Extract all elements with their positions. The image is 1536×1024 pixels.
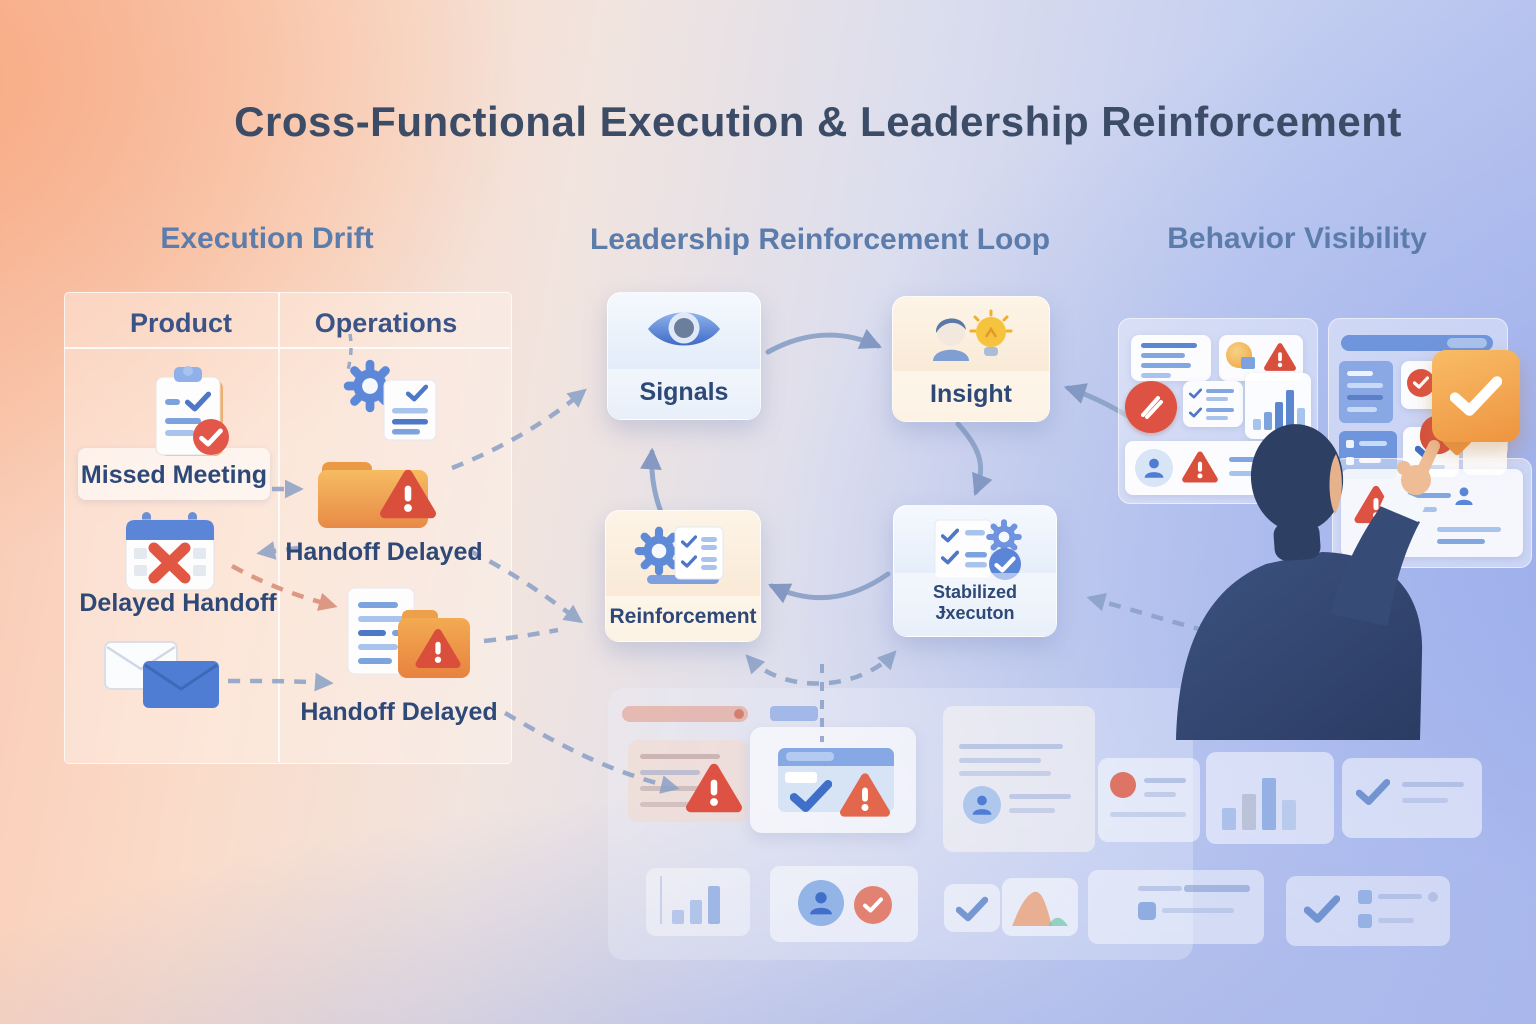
ghost-check-card <box>944 884 1000 932</box>
label-handoff-delayed-ops: Handoff Delayed <box>285 538 483 566</box>
ghost-red-check-icon <box>854 886 892 924</box>
ghost-bar-chart-small <box>646 868 750 936</box>
table-column-divider <box>278 292 280 762</box>
man-face-edge <box>1329 454 1342 514</box>
table-header-divider <box>64 347 510 349</box>
ghost-red-progress <box>622 706 748 722</box>
clipboard-check-icon <box>155 366 229 456</box>
ghost-area-chart-card <box>1002 878 1078 936</box>
ghost-checklist-card <box>1286 876 1450 946</box>
label-missed-meeting: Missed Meeting <box>80 461 268 489</box>
arrow-insight-to-stabilized <box>955 421 993 497</box>
ghost-check-icon <box>1304 894 1340 924</box>
section-heading-execution-drift: Execution Drift <box>160 222 374 255</box>
ghost-avatar-approved-card <box>770 866 918 942</box>
man-thumb <box>1397 461 1411 475</box>
pointing-man-figure <box>1176 424 1440 740</box>
loop-node-signals-label: Signals <box>608 369 760 419</box>
loop-node-reinforcement-label: Reinforcement <box>606 596 760 641</box>
ghost-avatar-icon <box>963 786 1001 824</box>
ghost-browser-card <box>750 727 916 833</box>
document-folder-warning-icon <box>347 587 470 678</box>
ghost-area-chart-icon <box>1012 891 1068 926</box>
alert-triangle-icon <box>1263 341 1297 373</box>
ghost-check-icon <box>790 779 832 813</box>
ghost-check-icon <box>956 896 988 922</box>
loop-node-stabilized: Stabilized Ɉxecuton <box>893 505 1057 637</box>
label-delayed-handoff: Delayed Handoff <box>79 589 277 617</box>
ghost-alert-triangle-icon <box>684 760 744 816</box>
arrow-stabilized-to-reinforcement <box>768 571 891 604</box>
ghost-chip-icon <box>1138 902 1156 920</box>
missed-meeting-card <box>78 448 270 500</box>
red-check-icon <box>1407 369 1435 397</box>
arrow-signals-to-insight <box>765 329 882 355</box>
person-lightbulb-icon <box>893 309 1049 365</box>
loop-node-stabilized-label: Stabilized Ɉxecuton <box>894 573 1056 636</box>
section-heading-leadership-loop: Leadership Reinforcement Loop <box>589 223 1051 256</box>
calendar-x-icon <box>125 512 215 591</box>
eye-icon <box>608 305 760 353</box>
callout-check-icon <box>1432 350 1520 442</box>
ghost-blue-chip <box>770 706 818 721</box>
column-header-operations: Operations <box>314 308 458 338</box>
gear-checklist-icon <box>606 523 760 587</box>
checklist-gear-badge-icon <box>894 518 1056 584</box>
progress-bar <box>1341 335 1493 351</box>
man-neck <box>1273 521 1321 561</box>
envelopes-icon <box>104 641 219 708</box>
column-header-product: Product <box>129 308 233 338</box>
man-cuff <box>1380 486 1427 522</box>
ghost-check-icon <box>1356 778 1390 806</box>
ghost-alert-lines-card <box>1098 758 1200 842</box>
dashed-reinforcement-stabilized-link <box>745 650 897 686</box>
checklist-card <box>1183 381 1243 427</box>
visibility-dashboard-3 <box>1332 458 1532 568</box>
text-lines-card <box>1131 335 1211 381</box>
page-title: Cross-Functional Execution & Leadership … <box>234 98 1402 145</box>
sidebar-card <box>1339 361 1393 423</box>
ghost-profile-panel <box>943 706 1095 852</box>
loop-node-reinforcement: Reinforcement <box>605 510 761 642</box>
loop-node-signals: Signals <box>607 292 761 420</box>
avatar-icon <box>1135 449 1173 487</box>
section-heading-behavior-visibility: Behavior Visibility <box>1167 222 1427 255</box>
flag-icon <box>1241 357 1255 369</box>
man-head <box>1250 424 1344 532</box>
man-finger <box>1416 440 1440 478</box>
man-arm <box>1330 502 1420 626</box>
label-handoff-delayed-doc: Handoff Delayed <box>300 698 498 726</box>
gear-document-icon <box>343 359 437 441</box>
ghost-check-lines-card <box>1342 758 1482 838</box>
ghost-alert-triangle-icon <box>838 770 892 820</box>
ghost-avatar-icon <box>798 880 844 926</box>
loop-node-insight-label: Insight <box>893 371 1049 421</box>
folder-warning-icon <box>318 462 444 528</box>
ghost-lines-chip-card <box>1088 870 1264 944</box>
loop-node-insight: Insight <box>892 296 1050 422</box>
ghost-bar-chart-card <box>1206 752 1334 844</box>
